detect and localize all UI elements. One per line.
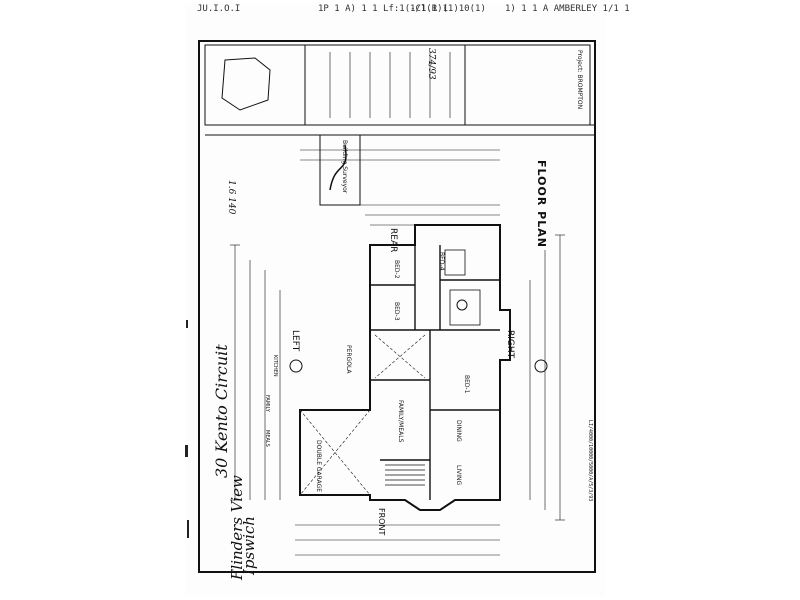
house-outline <box>299 224 511 511</box>
handwritten-address-line-3: Ipswich <box>240 516 258 575</box>
label-rear: REAR <box>388 228 398 253</box>
header-scrawl-right: 1) 1 1 A AMBERLEY 1/1 1 <box>505 4 630 14</box>
title-block-panel <box>464 44 591 126</box>
label-left: LEFT <box>290 330 300 352</box>
approval-stamp-text: Building Surveyor <box>341 140 348 194</box>
room-dining: DINING <box>455 420 462 442</box>
handwritten-ref-note: 374/93 <box>426 48 436 80</box>
room-bed-4: BED-4 <box>438 252 445 271</box>
handwritten-address-line-1: 30 Kento Circuit <box>212 344 231 478</box>
drawing-sheet <box>198 40 596 573</box>
floor-plan-title: FLOOR PLAN <box>535 160 548 248</box>
label-front: FRONT <box>377 508 386 536</box>
room-meals: MEALS <box>264 430 270 447</box>
header-scrawl-left: JU.I.O.I <box>197 4 241 14</box>
site-plan-panel <box>204 44 306 126</box>
room-bed-3: BED-3 <box>393 302 400 321</box>
title-block-heading: Project: BROMPTON <box>576 50 583 110</box>
scanned-page <box>185 4 605 596</box>
section-marker-right <box>534 359 548 373</box>
room-bed-2: BED-2 <box>393 260 400 279</box>
room-family-meals: FAMILY/MEALS <box>397 400 404 443</box>
schedule-panel <box>304 44 466 126</box>
handwritten-top-note: 1.6 140 <box>226 180 236 215</box>
room-family: FAMILY <box>264 395 270 412</box>
label-right: RIGHT <box>505 330 515 359</box>
room-kitchen: KITCHEN <box>272 355 278 377</box>
approval-stamp-box <box>319 134 361 206</box>
room-double-garage: DOUBLE GARAGE <box>315 440 322 493</box>
header-scrawl-mid: 1P 1 A) 1 1 Lf:1(-Cl.R 1 <box>318 4 449 14</box>
room-bed-1: BED-1 <box>463 375 470 394</box>
room-living: LIVING <box>455 465 462 486</box>
site-plan-outline <box>221 57 271 111</box>
drawing-footer-ref: LI/4000/10000/5000/A/5/3/93 <box>587 420 593 502</box>
room-pergola: PERGOLA <box>345 345 352 374</box>
section-marker-left <box>289 359 303 373</box>
header-scrawl-mid2: 1/1(1)(1)10(1) <box>410 4 486 14</box>
